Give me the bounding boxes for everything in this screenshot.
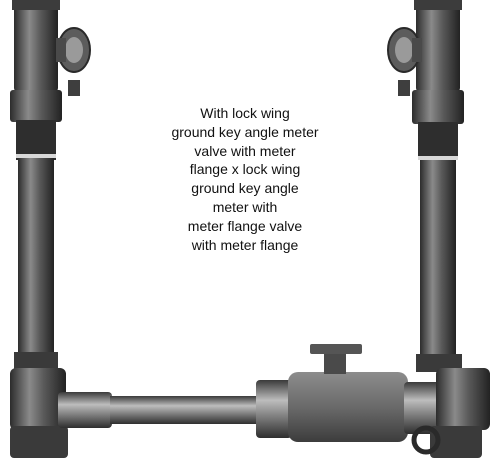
caption-line: flange x lock wing [189,161,301,178]
bypass-line [58,344,444,442]
right-union [404,382,444,434]
caption-line: with meter flange [191,236,299,253]
bypass-nut [256,380,292,438]
left-pipe [18,158,54,354]
left-lock-wing-flange [56,27,91,96]
right-riser [387,0,490,458]
right-coupling [418,122,458,160]
caption-line: With lock wing [200,105,290,121]
right-pipe [420,160,456,356]
left-tee-body [10,368,66,430]
right-outlet-nut [430,426,482,458]
ball-valve-stem [324,350,346,374]
left-pipe-band [16,154,56,158]
right-pipe-band [418,156,458,160]
left-angle-valve-body [14,6,58,92]
left-valve-cap [12,0,60,10]
caption-line: valve with meter [194,142,296,159]
right-valve-cap [414,0,462,10]
caption-line: meter with [212,198,278,215]
bypass-pipe [110,396,260,424]
right-hex-nut [412,90,464,124]
left-riser [10,0,91,458]
right-angle-valve-body [416,6,460,92]
left-tee-collar [14,352,58,370]
right-drain-ring [411,425,441,455]
caption-line: ground key angle [191,180,299,197]
left-hex-nut [10,90,62,122]
left-outlet-nut [10,426,68,458]
ball-valve-body [288,372,408,442]
caption-line: ground key angle meter [171,123,319,140]
right-tee-collar [416,354,462,372]
ball-valve-lock-wing [310,344,362,354]
left-coupling [16,120,56,160]
caption-line: meter flange valve [187,217,303,234]
product-description: With lock wing ground key angle meter va… [120,104,370,254]
left-union [58,392,112,428]
right-lock-wing-flange [387,27,422,96]
right-tee-body [436,368,490,430]
